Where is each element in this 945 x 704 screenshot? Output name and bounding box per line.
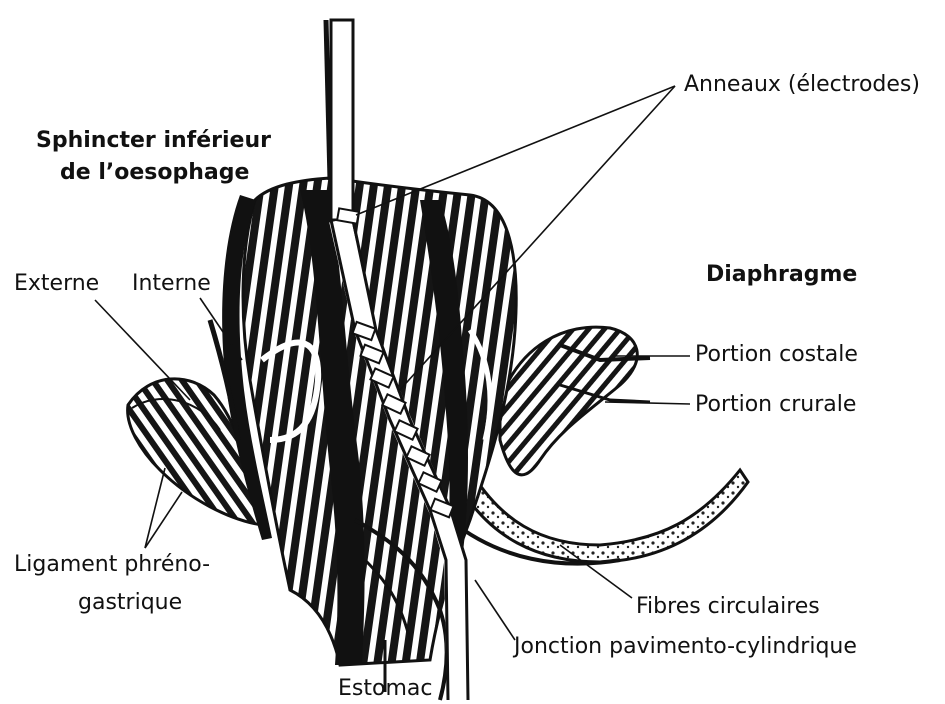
label-sphincter-line1: Sphincter inférieur	[36, 128, 271, 154]
label-jonction: Jonction pavimento-cylindrique	[514, 634, 857, 660]
label-portion-crurale: Portion crurale	[695, 392, 856, 418]
label-anneaux: Anneaux (électrodes)	[684, 72, 920, 98]
esophagus-body	[243, 178, 516, 665]
leader-jonction	[475, 580, 515, 640]
label-interne: Interne	[132, 271, 211, 297]
leader-anneaux-1	[356, 86, 675, 215]
diaphragm-sheet	[450, 470, 748, 564]
label-sphincter-line2: de l’oesophage	[60, 160, 249, 186]
label-ligament-line1: Ligament phréno-	[14, 552, 210, 578]
right-diaphragm-crus	[500, 327, 650, 475]
label-fibres-circulaires: Fibres circulaires	[636, 594, 820, 620]
catheter-tube	[331, 20, 353, 220]
label-portion-costale: Portion costale	[695, 342, 858, 368]
leader-ligament-1	[145, 468, 165, 548]
label-ligament-line2: gastrique	[78, 590, 182, 616]
leader-ligament-2	[145, 492, 182, 548]
label-diaphragme: Diaphragme	[706, 262, 857, 288]
label-externe: Externe	[14, 271, 99, 297]
leader-crurale	[605, 402, 690, 404]
label-estomac: Estomac	[338, 676, 432, 702]
leader-externe	[95, 300, 190, 400]
